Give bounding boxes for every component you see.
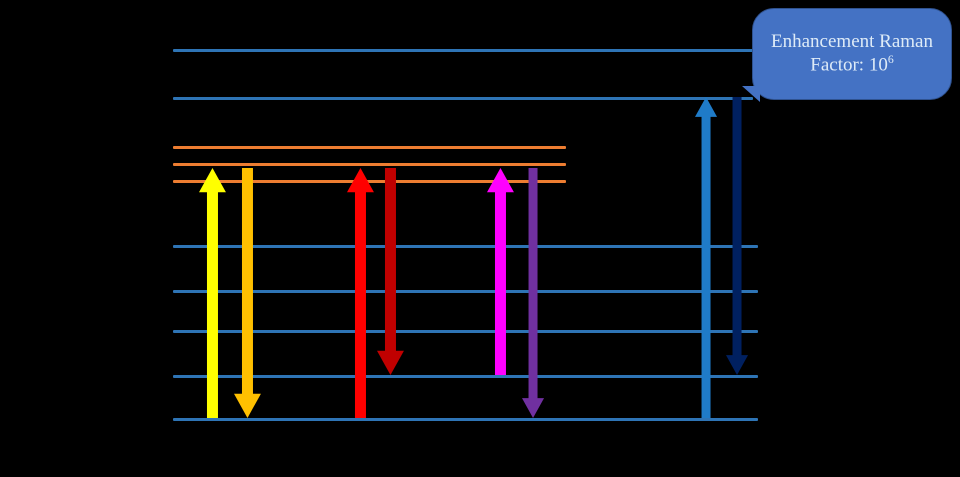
callout-exponent: 6 bbox=[887, 53, 894, 67]
arrow-shape-stokes-excitation bbox=[346, 168, 374, 418]
arrow-shape-fluorescence-excitation bbox=[694, 97, 718, 418]
transition-arrow-fluorescence-emission bbox=[725, 97, 749, 375]
arrow-shape-rayleigh-emission bbox=[233, 168, 261, 418]
arrow-shape-antistokes-emission bbox=[521, 168, 545, 418]
callout-tail-icon bbox=[742, 86, 760, 102]
energy-level-vibrational-1 bbox=[173, 375, 758, 378]
callout-line-1: Enhancement Raman bbox=[771, 30, 933, 52]
transition-arrow-fluorescence-excitation bbox=[694, 97, 718, 418]
energy-level-electronic-excited-upper bbox=[173, 49, 753, 52]
transition-arrow-antistokes-excitation bbox=[486, 168, 514, 375]
transition-arrow-stokes-excitation bbox=[346, 168, 374, 418]
transition-arrow-stokes-emission bbox=[376, 168, 404, 375]
energy-level-ground-state bbox=[173, 418, 758, 421]
transition-arrow-rayleigh-excitation bbox=[198, 168, 226, 418]
arrow-shape-fluorescence-emission bbox=[725, 97, 749, 375]
energy-level-vibrational-4 bbox=[173, 245, 758, 248]
transition-arrow-antistokes-emission bbox=[521, 168, 545, 418]
callout-line-2-prefix: Factor: 10 bbox=[810, 54, 888, 76]
arrow-shape-stokes-emission bbox=[376, 168, 404, 375]
enhancement-factor-callout: Enhancement Raman Factor: 106 bbox=[752, 8, 952, 100]
arrow-shape-antistokes-excitation bbox=[486, 168, 514, 375]
energy-level-virtual-state-1 bbox=[173, 180, 566, 183]
energy-level-vibrational-2 bbox=[173, 330, 758, 333]
transition-arrow-rayleigh-emission bbox=[233, 168, 261, 418]
arrow-shape-rayleigh-excitation bbox=[198, 168, 226, 418]
energy-level-vibrational-3 bbox=[173, 290, 758, 293]
energy-level-electronic-excited-lower bbox=[173, 97, 753, 100]
energy-level-virtual-state-3 bbox=[173, 146, 566, 149]
energy-level-virtual-state-2 bbox=[173, 163, 566, 166]
